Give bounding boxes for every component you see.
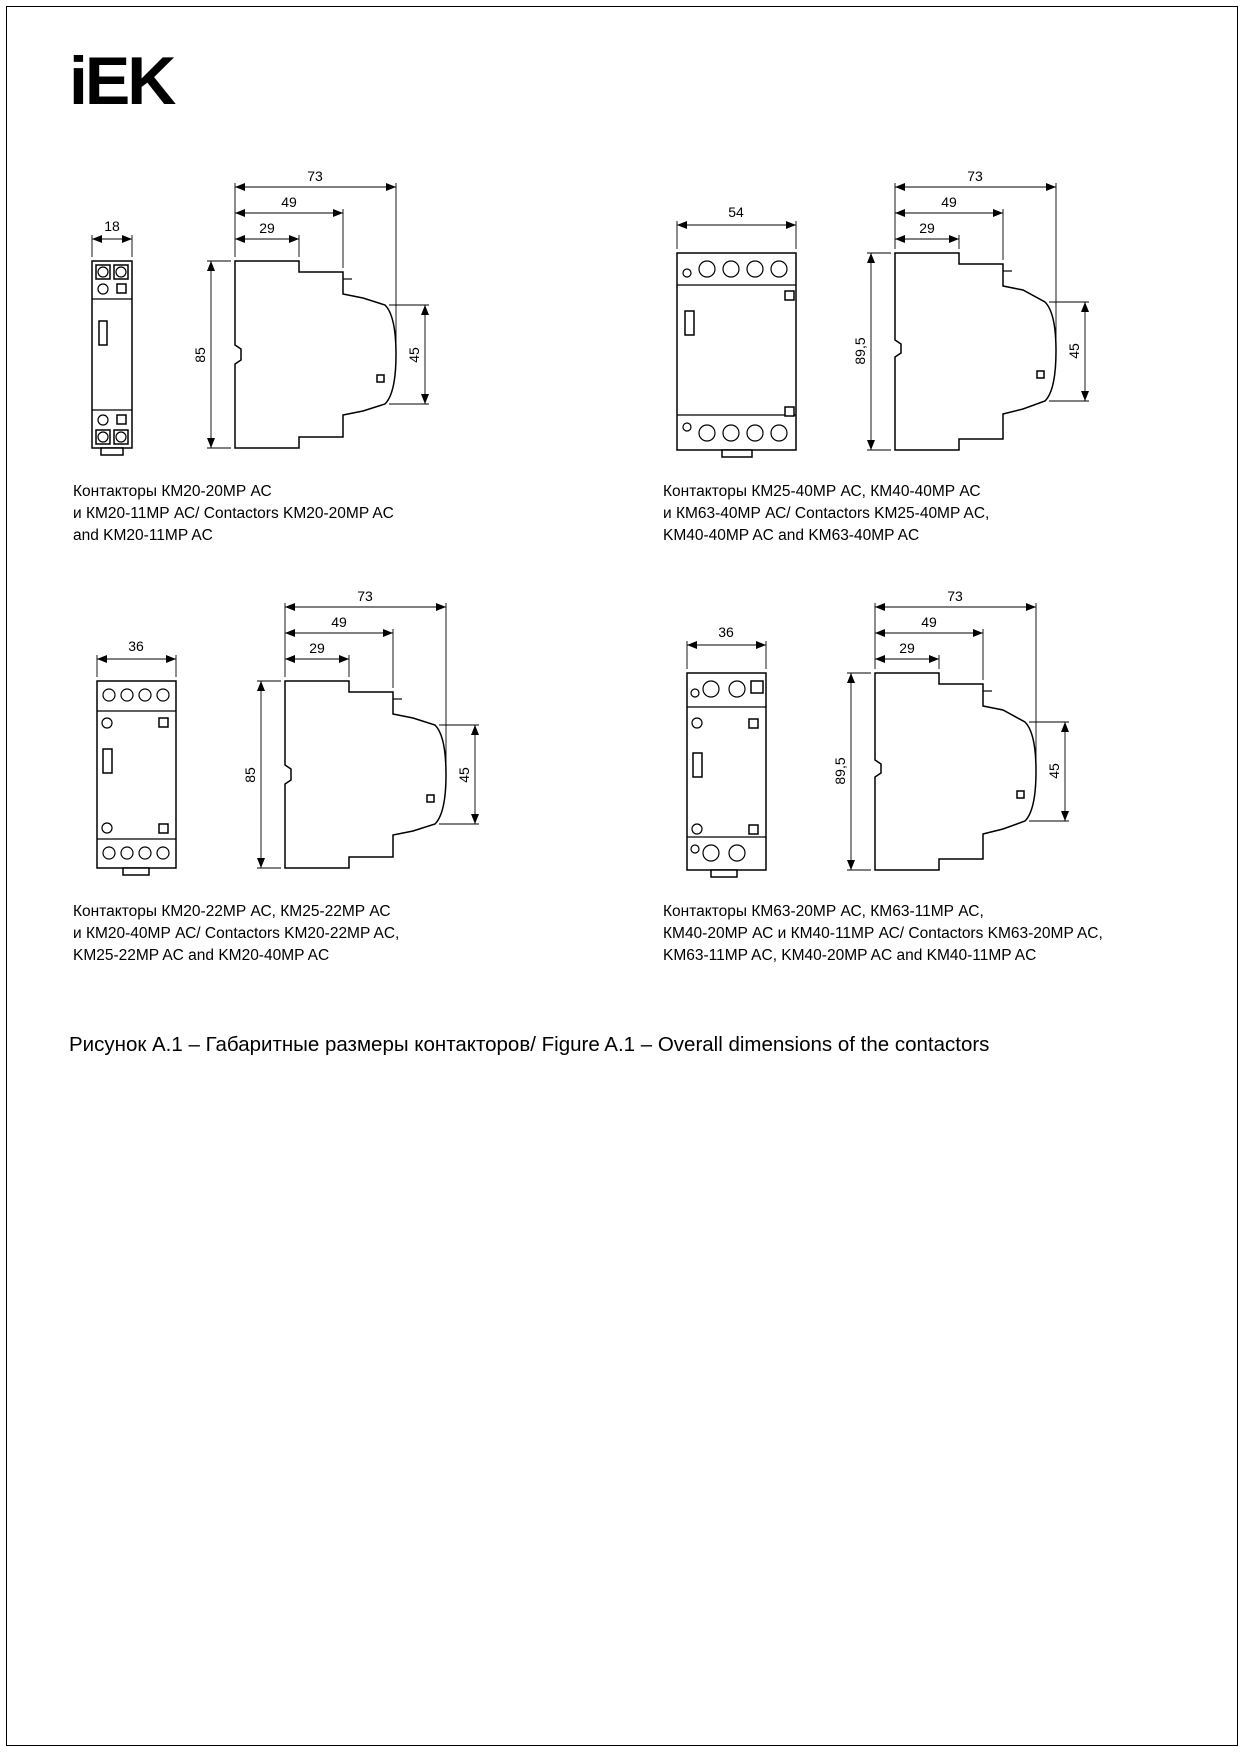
extension-lines	[257, 603, 479, 869]
side-view-drawing: 73 49 29 89,5 45	[832, 588, 1069, 871]
dim-label-face: 45	[456, 767, 472, 783]
dim-label-inner: 29	[919, 220, 935, 236]
figure-block-km20-20: 18	[57, 161, 629, 547]
figure-caption-text: Контакторы КМ20-22МР АС, КМ25-22МР АС и …	[73, 903, 400, 964]
dim-label-height: 85	[242, 767, 258, 783]
dim-label-width: 54	[728, 204, 744, 220]
iek-logo: iEK	[69, 43, 176, 119]
extension-lines	[207, 183, 429, 449]
extension-lines	[96, 655, 177, 677]
contactor-side-profile	[874, 672, 1037, 871]
dimension-lines	[257, 603, 479, 868]
contactor-side-profile	[894, 252, 1057, 451]
document-page: iEK	[6, 6, 1238, 1746]
dim-label-width: 18	[104, 218, 120, 234]
dim-label-face: 45	[1066, 343, 1082, 359]
figure-block-km63-20: 36	[647, 581, 1219, 967]
drawings-row: 18	[57, 161, 629, 471]
dim-label-depth: 73	[947, 588, 963, 604]
contactor-front-view	[686, 672, 767, 878]
dimension-lines	[847, 603, 1069, 870]
dim-label-inner: 29	[309, 640, 325, 656]
front-view-drawing: 18	[91, 218, 133, 456]
dim-label-face: 45	[406, 347, 422, 363]
dimension-lines	[207, 183, 429, 448]
dim-label-depth: 73	[307, 168, 323, 184]
figure-caption-text: Контакторы КМ63-20МР АС, КМ63-11МР АС, К…	[663, 903, 1103, 964]
contactor-side-profile	[284, 680, 447, 869]
dim-label-depth: 73	[357, 588, 373, 604]
side-view-drawing: 73 49 29 85 45	[242, 588, 479, 869]
dim-label-depth: 73	[967, 168, 983, 184]
contactor-front-view	[91, 260, 133, 456]
dimension-lines	[867, 183, 1089, 450]
contactor-front-view	[96, 680, 177, 876]
figures-grid: 18	[7, 115, 1237, 967]
figure-block-km25-40: 54	[647, 161, 1219, 547]
side-view-drawing: 73 49 29 85 45	[192, 168, 429, 449]
dim-label-width: 36	[128, 638, 144, 654]
drawings-row: 36	[57, 581, 629, 891]
contactor-front-view	[676, 252, 797, 458]
side-view-drawing: 73 49 29 89,5 45	[852, 168, 1089, 451]
dim-label-face: 45	[1046, 763, 1062, 779]
figure-caption-text: Контакторы КМ20-20МР АС и КМ20-11МР АС/ …	[73, 483, 394, 544]
dim-label-mid: 49	[941, 194, 957, 210]
dim-label-mid: 49	[921, 614, 937, 630]
figure-caption-text: Контакторы КМ25-40МР АС, КМ40-40МР АС и …	[663, 483, 990, 544]
front-view-drawing: 54	[676, 204, 797, 458]
extension-lines	[91, 235, 133, 257]
dim-label-width: 36	[718, 624, 734, 640]
contactor-side-profile	[234, 260, 397, 449]
dim-label-height: 89,5	[852, 337, 868, 364]
dim-label-mid: 49	[331, 614, 347, 630]
dim-label-mid: 49	[281, 194, 297, 210]
dim-label-height: 85	[192, 347, 208, 363]
drawings-row: 54	[647, 161, 1219, 471]
main-figure-caption: Рисунок А.1 – Габаритные размеры контакт…	[69, 1033, 990, 1056]
dim-label-inner: 29	[899, 640, 915, 656]
drawings-row: 36	[647, 581, 1219, 891]
dim-label-inner: 29	[259, 220, 275, 236]
front-view-drawing: 36	[686, 624, 767, 878]
figure-block-km20-22: 36	[57, 581, 629, 967]
front-view-drawing: 36	[96, 638, 177, 876]
dim-label-height: 89,5	[832, 757, 848, 784]
